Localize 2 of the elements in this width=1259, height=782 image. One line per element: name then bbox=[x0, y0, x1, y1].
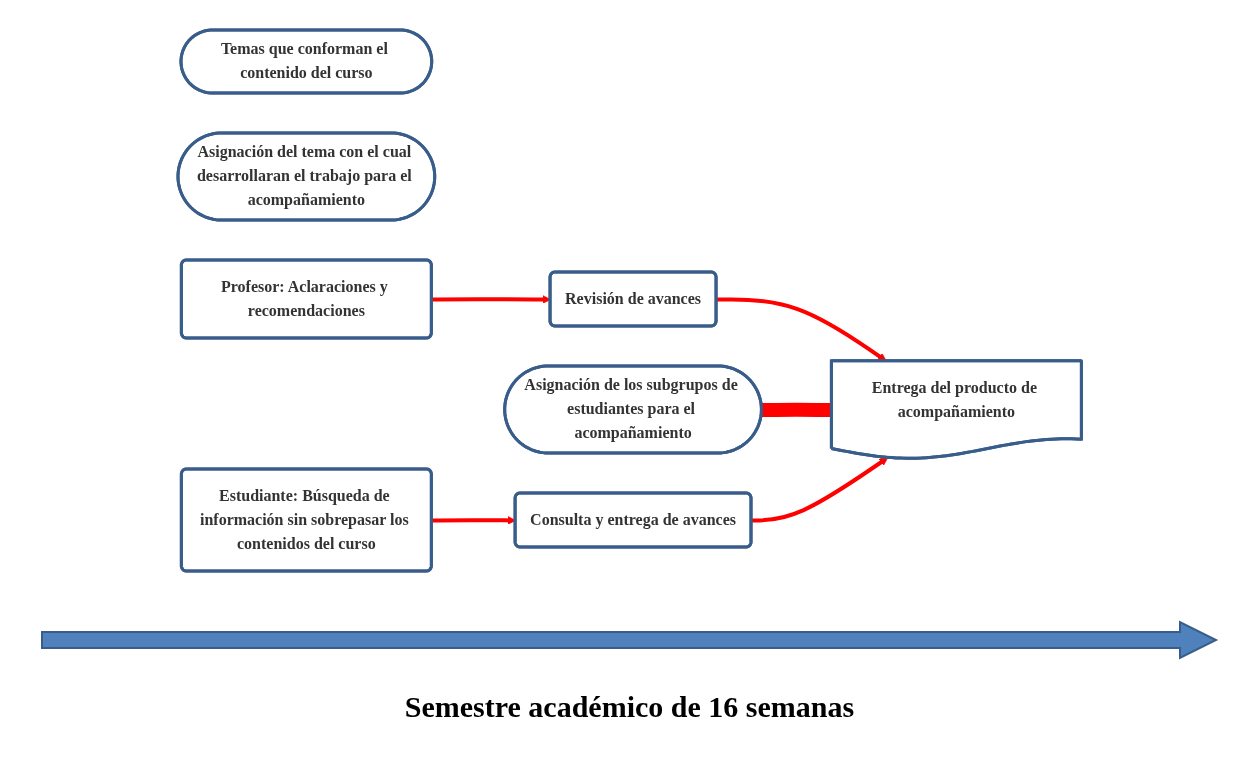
arrow bbox=[751, 456, 888, 522]
timeline-caption: Semestre académico de 16 semanas bbox=[404, 690, 855, 724]
